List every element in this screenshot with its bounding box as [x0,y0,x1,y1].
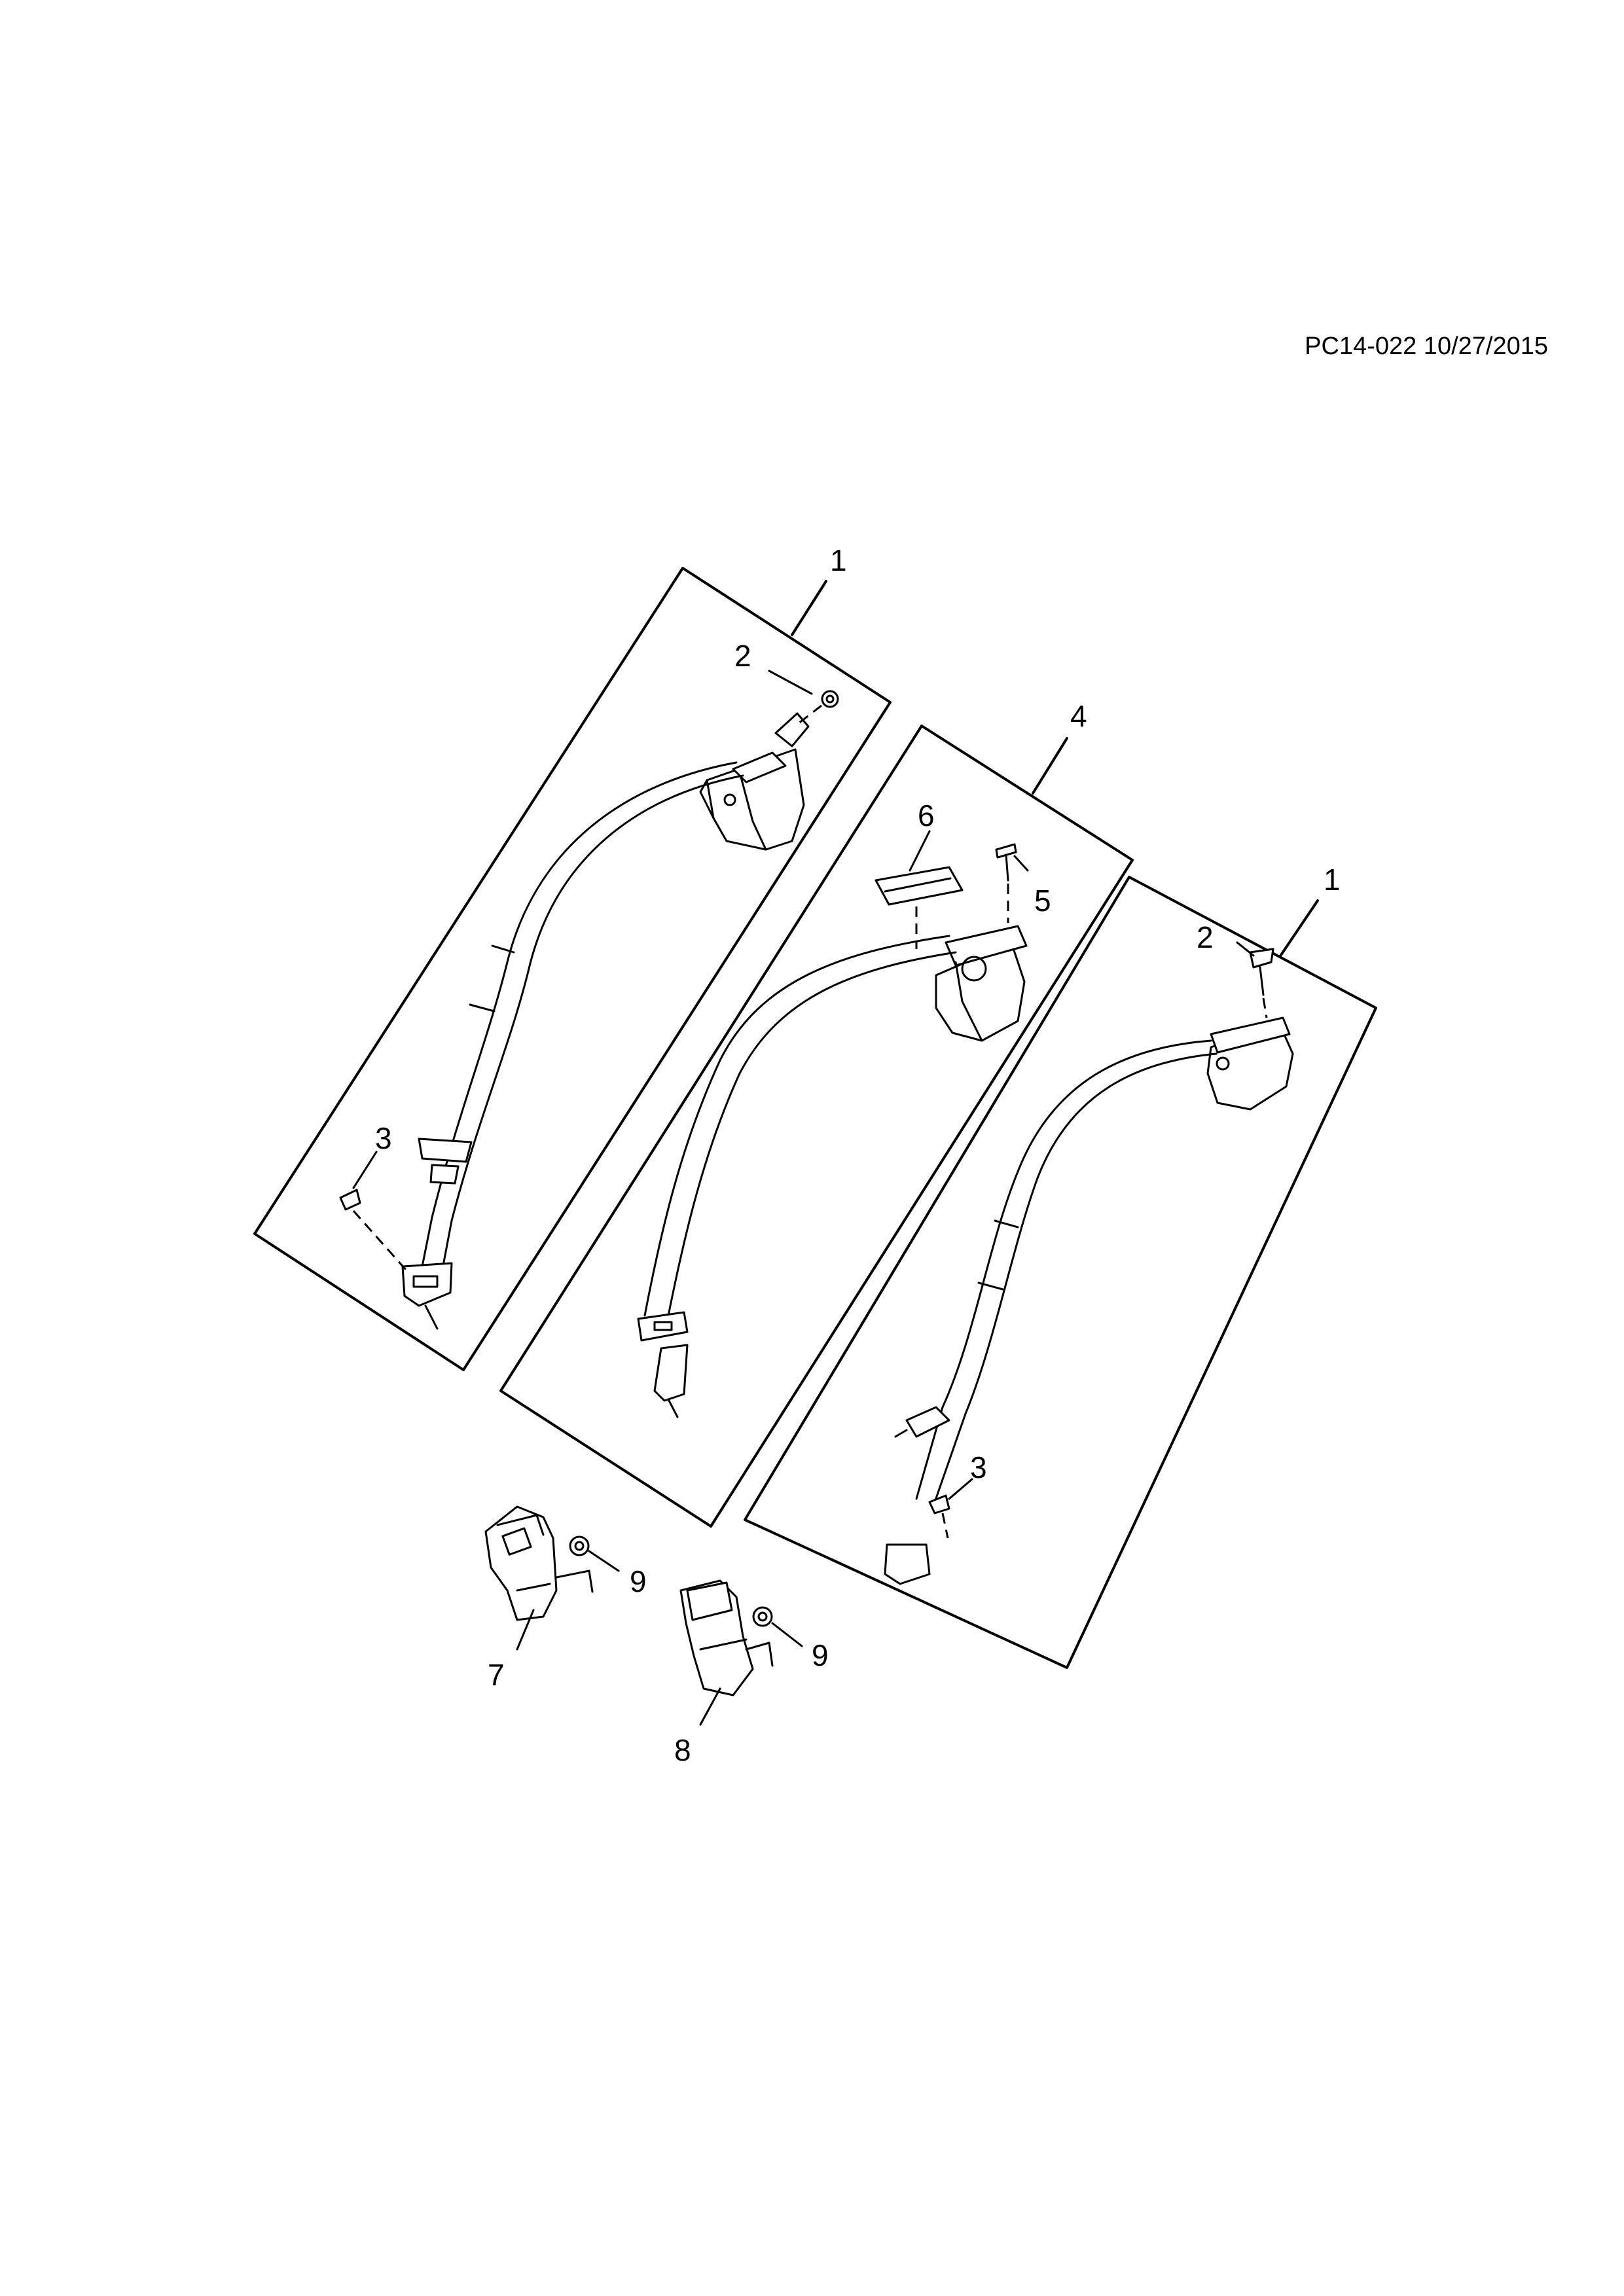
callout-9-a: 9 [630,1564,647,1598]
seatbelt-assembly-left [339,690,839,1330]
callout-5-center: 5 [1034,884,1051,918]
seatbelt-assembly-center [637,843,1028,1418]
reference-code: PC14-022 10/27/2015 [1305,332,1548,360]
buckle-8 [679,1579,774,1696]
frame-left [253,567,892,1371]
seatbelt-assembly-right [884,948,1294,1585]
frame-center [499,725,1134,1528]
callout-3-right: 3 [970,1450,987,1484]
callout-4-center: 4 [1070,699,1087,733]
callout-9-b: 9 [812,1638,829,1672]
callout-6-center: 6 [918,798,935,833]
callout-7: 7 [488,1658,505,1692]
callout-2-right: 2 [1197,920,1214,954]
callout-2-left: 2 [734,639,751,673]
callout-1-left: 1 [830,543,847,577]
callout-1-right: 1 [1324,863,1341,897]
frame-right [744,876,1377,1669]
callout-8: 8 [674,1733,691,1767]
buckle-7 [484,1505,594,1621]
callout-3-left: 3 [375,1121,392,1155]
leader-lines [352,670,1255,1726]
